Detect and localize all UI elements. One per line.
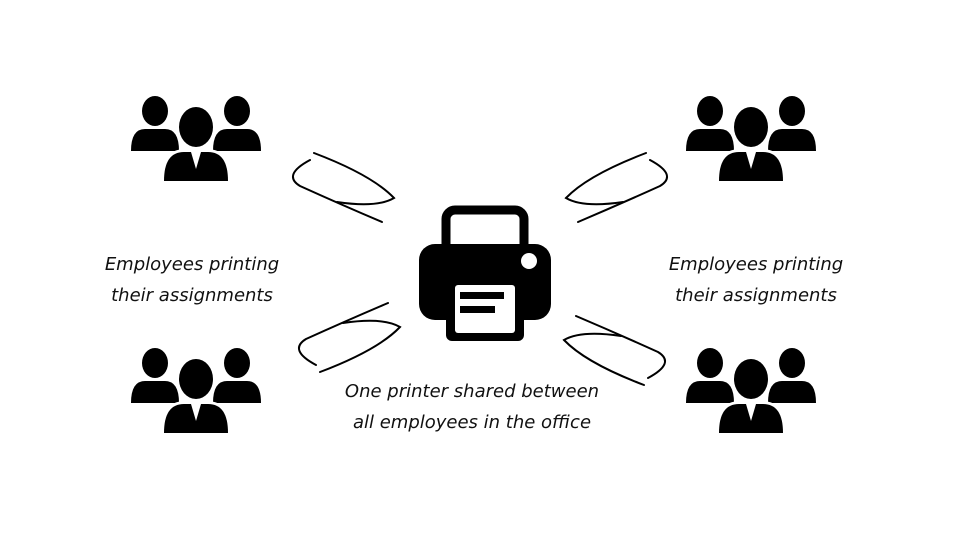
caption-right-line2: their assignments bbox=[675, 285, 837, 306]
caption-left: Employees printing their assignments bbox=[92, 249, 292, 311]
arrows-top-left-icon bbox=[291, 152, 395, 223]
employee-group-bottom-left-icon bbox=[131, 348, 261, 433]
employee-group-top-left-icon bbox=[131, 96, 261, 181]
printer-icon bbox=[419, 205, 551, 341]
caption-left-line2: their assignments bbox=[111, 285, 273, 306]
arrows-bottom-left-icon bbox=[297, 302, 401, 373]
caption-center-line2: all employees in the office bbox=[352, 412, 592, 433]
caption-right: Employees printing their assignments bbox=[656, 249, 856, 311]
employee-group-bottom-right-icon bbox=[686, 348, 816, 433]
employee-group-top-right-icon bbox=[686, 96, 816, 181]
caption-left-line1: Employees printing bbox=[104, 254, 280, 275]
caption-right-line1: Employees printing bbox=[668, 254, 844, 275]
arrows-bottom-right-icon bbox=[563, 315, 667, 386]
caption-center: One printer shared between all employees… bbox=[322, 376, 622, 438]
caption-center-line1: One printer shared between bbox=[344, 381, 600, 402]
arrows-top-right-icon bbox=[565, 152, 669, 223]
